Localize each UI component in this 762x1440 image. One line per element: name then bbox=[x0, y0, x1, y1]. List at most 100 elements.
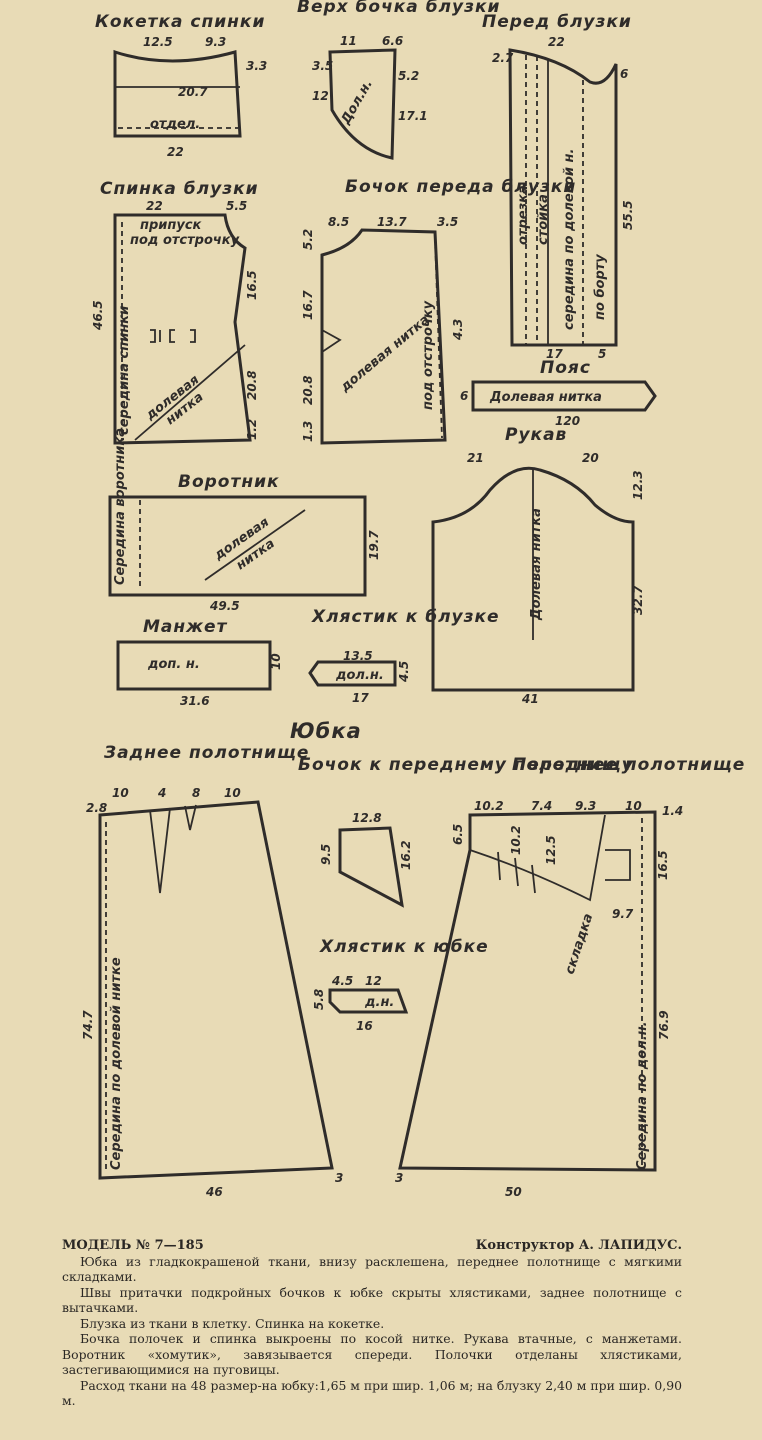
dim: 3 bbox=[395, 1171, 403, 1185]
dim: 5.5 bbox=[226, 199, 247, 213]
skirt-back-title: Заднее полотнище bbox=[103, 743, 309, 763]
back-label: середина спинки bbox=[117, 306, 132, 435]
belt-title: Пояс bbox=[540, 358, 591, 378]
dim: 20 bbox=[582, 451, 599, 465]
dim: 3.5 bbox=[437, 215, 458, 229]
dim: 3.3 bbox=[246, 59, 267, 73]
dim: 12 bbox=[312, 89, 329, 103]
blouse-front-title: Перед блузки bbox=[482, 12, 632, 32]
belt-label: Долевая нитка bbox=[489, 390, 602, 405]
dim: 120 bbox=[555, 414, 580, 428]
dim: 20.8 bbox=[301, 375, 315, 405]
dim: 12.8 bbox=[352, 811, 382, 825]
pattern-drawing: Кокетка спинки 12.5 9.3 20.7 3.3 отдел. … bbox=[81, 0, 745, 1199]
dim: 6 bbox=[460, 389, 468, 403]
blouse-front-piece: Перед блузки 22 2.7 6 отрезка стойка сер… bbox=[482, 12, 635, 361]
dim: 55.5 bbox=[621, 200, 635, 230]
dim: 5.8 bbox=[312, 989, 326, 1010]
dim: 16.7 bbox=[301, 290, 315, 320]
sleeve-piece: Рукав 21 20 Долевая нитка 12.3 32.7 41 bbox=[431, 425, 645, 706]
dim: 49.5 bbox=[209, 599, 240, 613]
side-top-piece: Верх бочка блузки 11 6.6 3.5 12 5.2 17.1… bbox=[297, 0, 500, 160]
skirt-side-title: Бочок к переднему полотнищу bbox=[298, 755, 634, 775]
skirt-title: Юбка bbox=[290, 719, 362, 743]
model-caption: МОДЕЛЬ № 7—185 Конструктор А. ЛАПИДУС. Ю… bbox=[62, 1238, 682, 1409]
dim: 1.3 bbox=[301, 421, 315, 442]
cuff-title: Манжет bbox=[143, 617, 228, 637]
skirt-facing-piece: Хлястик к юбке 4.5 12 5.8 д.н. 16 bbox=[312, 937, 488, 1033]
dim: 11 bbox=[340, 34, 357, 48]
dim: 12.5 bbox=[143, 35, 173, 49]
dim: 6.5 bbox=[451, 824, 465, 845]
caption-line: Юбка из гладкокрашеной ткани, внизу раск… bbox=[62, 1253, 682, 1285]
dim: 21 bbox=[467, 451, 484, 465]
dim: 22 bbox=[146, 199, 163, 213]
dim: 9.5 bbox=[319, 844, 333, 865]
dim: 1.4 bbox=[662, 804, 683, 818]
dim: 5.2 bbox=[398, 69, 419, 83]
dim: 12.5 bbox=[544, 835, 558, 865]
dim: 10 bbox=[112, 786, 129, 800]
caption-line: Швы притачки подкройных бочков к юбке ск… bbox=[62, 1284, 682, 1316]
side-top-title-1: Верх бочка блузки bbox=[297, 0, 500, 17]
dim: 8 bbox=[192, 786, 200, 800]
collar-label: Середина воротника bbox=[113, 428, 128, 585]
dim: 10 bbox=[224, 786, 241, 800]
dim: 16.2 bbox=[399, 840, 413, 870]
dim: 9.3 bbox=[205, 35, 226, 49]
dim: 12.3 bbox=[631, 470, 645, 500]
dim: 10 bbox=[269, 653, 283, 670]
cuff-label: доп. н. bbox=[147, 657, 200, 672]
blouse-facing-piece: Хлястик к блузке 13.5 дол.н. 4.5 17 bbox=[308, 607, 500, 705]
designer-name: Конструктор А. ЛАПИДУС. bbox=[475, 1238, 682, 1253]
collar-piece: Воротник Середина воротника долевая нитк… bbox=[108, 428, 381, 613]
cuff-piece: Манжет доп. н. 10 31.6 bbox=[116, 617, 283, 708]
blouse-back-piece: Спинка блузки 22 5.5 припуск под отстроч… bbox=[91, 179, 259, 445]
caption-header: МОДЕЛЬ № 7—185 Конструктор А. ЛАПИДУС. bbox=[62, 1238, 682, 1254]
dim: 16 bbox=[356, 1019, 373, 1033]
dim: 22 bbox=[167, 145, 184, 159]
dim: 41 bbox=[521, 692, 539, 706]
belt-piece: Пояс 6 Долевая нитка 120 bbox=[460, 358, 657, 428]
dim: 1.2 bbox=[245, 419, 259, 440]
side-front-label: долевая нитка bbox=[337, 312, 432, 395]
dim: 17 bbox=[352, 691, 369, 705]
dim: 3 bbox=[335, 1171, 343, 1185]
caption-line: Блузка из ткани в клетку. Спинка на коке… bbox=[80, 1315, 385, 1331]
dim: 16.5 bbox=[245, 270, 259, 300]
dim: 2.7 bbox=[492, 51, 514, 65]
dim: 5 bbox=[598, 347, 606, 361]
blouse-facing-title: Хлястик к блузке bbox=[311, 607, 500, 627]
dim: 17.1 bbox=[398, 109, 428, 123]
dim: 9.3 bbox=[575, 799, 596, 813]
model-number: МОДЕЛЬ № 7—185 bbox=[62, 1238, 204, 1253]
front-label: стойка bbox=[536, 194, 551, 245]
skirt-facing-label: д.н. bbox=[364, 995, 394, 1010]
front-label: середина по долевой н. bbox=[562, 149, 577, 330]
back-label: под отстрочку bbox=[130, 233, 240, 248]
side-front-label: под отстрочку bbox=[421, 300, 436, 410]
dim: 6 bbox=[620, 67, 628, 81]
skirt-front-title: Переднее полотнище bbox=[512, 755, 745, 775]
skirt-back-label: Середина по долевой нитке bbox=[109, 957, 124, 1170]
dim: 10.2 bbox=[509, 825, 523, 855]
dim: 10.2 bbox=[474, 799, 504, 813]
skirt-front-label: Середина по дол.н. bbox=[635, 1021, 650, 1170]
back-yoke-label: отдел. bbox=[150, 117, 200, 132]
dim: 8.5 bbox=[328, 215, 349, 229]
dim: 4.5 bbox=[397, 661, 411, 683]
dim: 17 bbox=[546, 347, 563, 361]
collar-title: Воротник bbox=[178, 472, 280, 492]
dim: 46 bbox=[205, 1185, 223, 1199]
dim: 22 bbox=[548, 35, 565, 49]
dim: 3.5 bbox=[312, 59, 333, 73]
dim: 6.6 bbox=[382, 34, 403, 48]
front-label: по борту bbox=[593, 254, 608, 320]
dim: 20.8 bbox=[245, 370, 259, 400]
blouse-back-title: Спинка блузки bbox=[100, 179, 259, 199]
dim: 2.8 bbox=[86, 801, 107, 815]
dim: 4.3 bbox=[451, 319, 465, 341]
dim: 19.7 bbox=[367, 530, 381, 560]
sleeve-title: Рукав bbox=[505, 425, 567, 445]
